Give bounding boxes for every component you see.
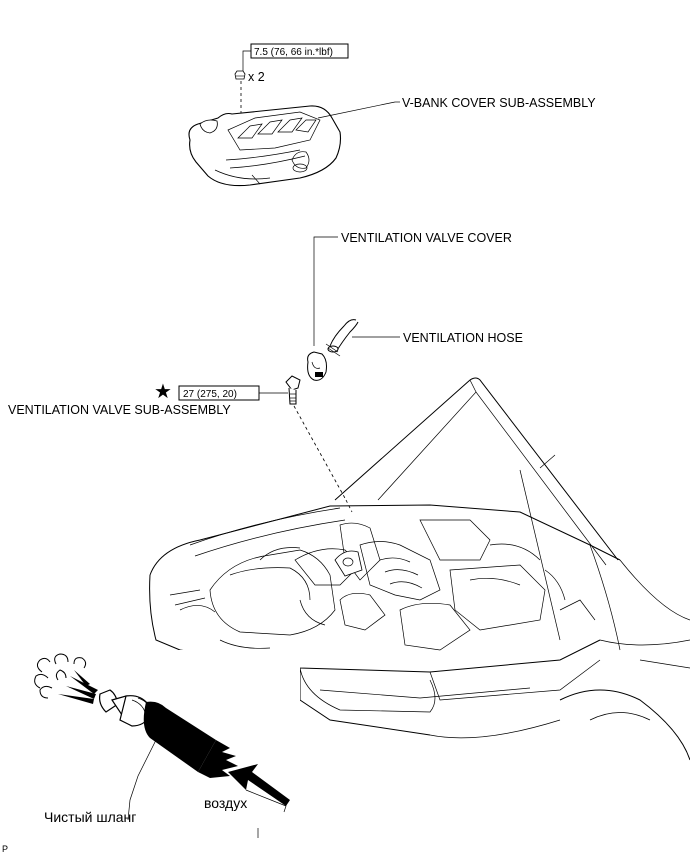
ventilation-hose-drawing bbox=[325, 319, 359, 357]
inset-clean-hose: Чистый шланг воздух bbox=[20, 650, 300, 850]
label-v-bank-cover: V-BANK COVER SUB-ASSEMBLY bbox=[402, 96, 596, 110]
ventilation-valve-drawing bbox=[285, 375, 301, 405]
star-icon: ★ bbox=[154, 379, 172, 403]
torque-spec-valve: ★ 27 (275, 20) bbox=[154, 379, 288, 403]
nut-icon bbox=[234, 70, 246, 80]
label-ventilation-valve-cover: VENTILATION VALVE COVER bbox=[341, 231, 512, 245]
ventilation-valve-cover-drawing bbox=[307, 351, 327, 381]
label-ventilation-valve-sub-assembly: VENTILATION VALVE SUB-ASSEMBLY bbox=[8, 403, 231, 417]
torque-value-top: 7.5 (76, 66 in.*lbf) bbox=[254, 47, 333, 58]
label-ventilation-hose: VENTILATION HOSE bbox=[403, 331, 523, 345]
corner-mark: P bbox=[2, 844, 8, 854]
label-air: воздух bbox=[204, 795, 247, 811]
nut-quantity: x 2 bbox=[248, 70, 265, 84]
vehicle-engine-bay-drawing bbox=[149, 377, 690, 761]
air-direction-arrow-icon bbox=[228, 764, 290, 813]
torque-spec-top: 7.5 (76, 66 in.*lbf) bbox=[242, 43, 349, 72]
air-puff-icon bbox=[34, 653, 87, 699]
label-clean-hose: Чистый шланг bbox=[44, 809, 136, 825]
torque-value-valve: 27 (275, 20) bbox=[183, 389, 237, 400]
v-bank-cover-drawing bbox=[188, 105, 342, 187]
